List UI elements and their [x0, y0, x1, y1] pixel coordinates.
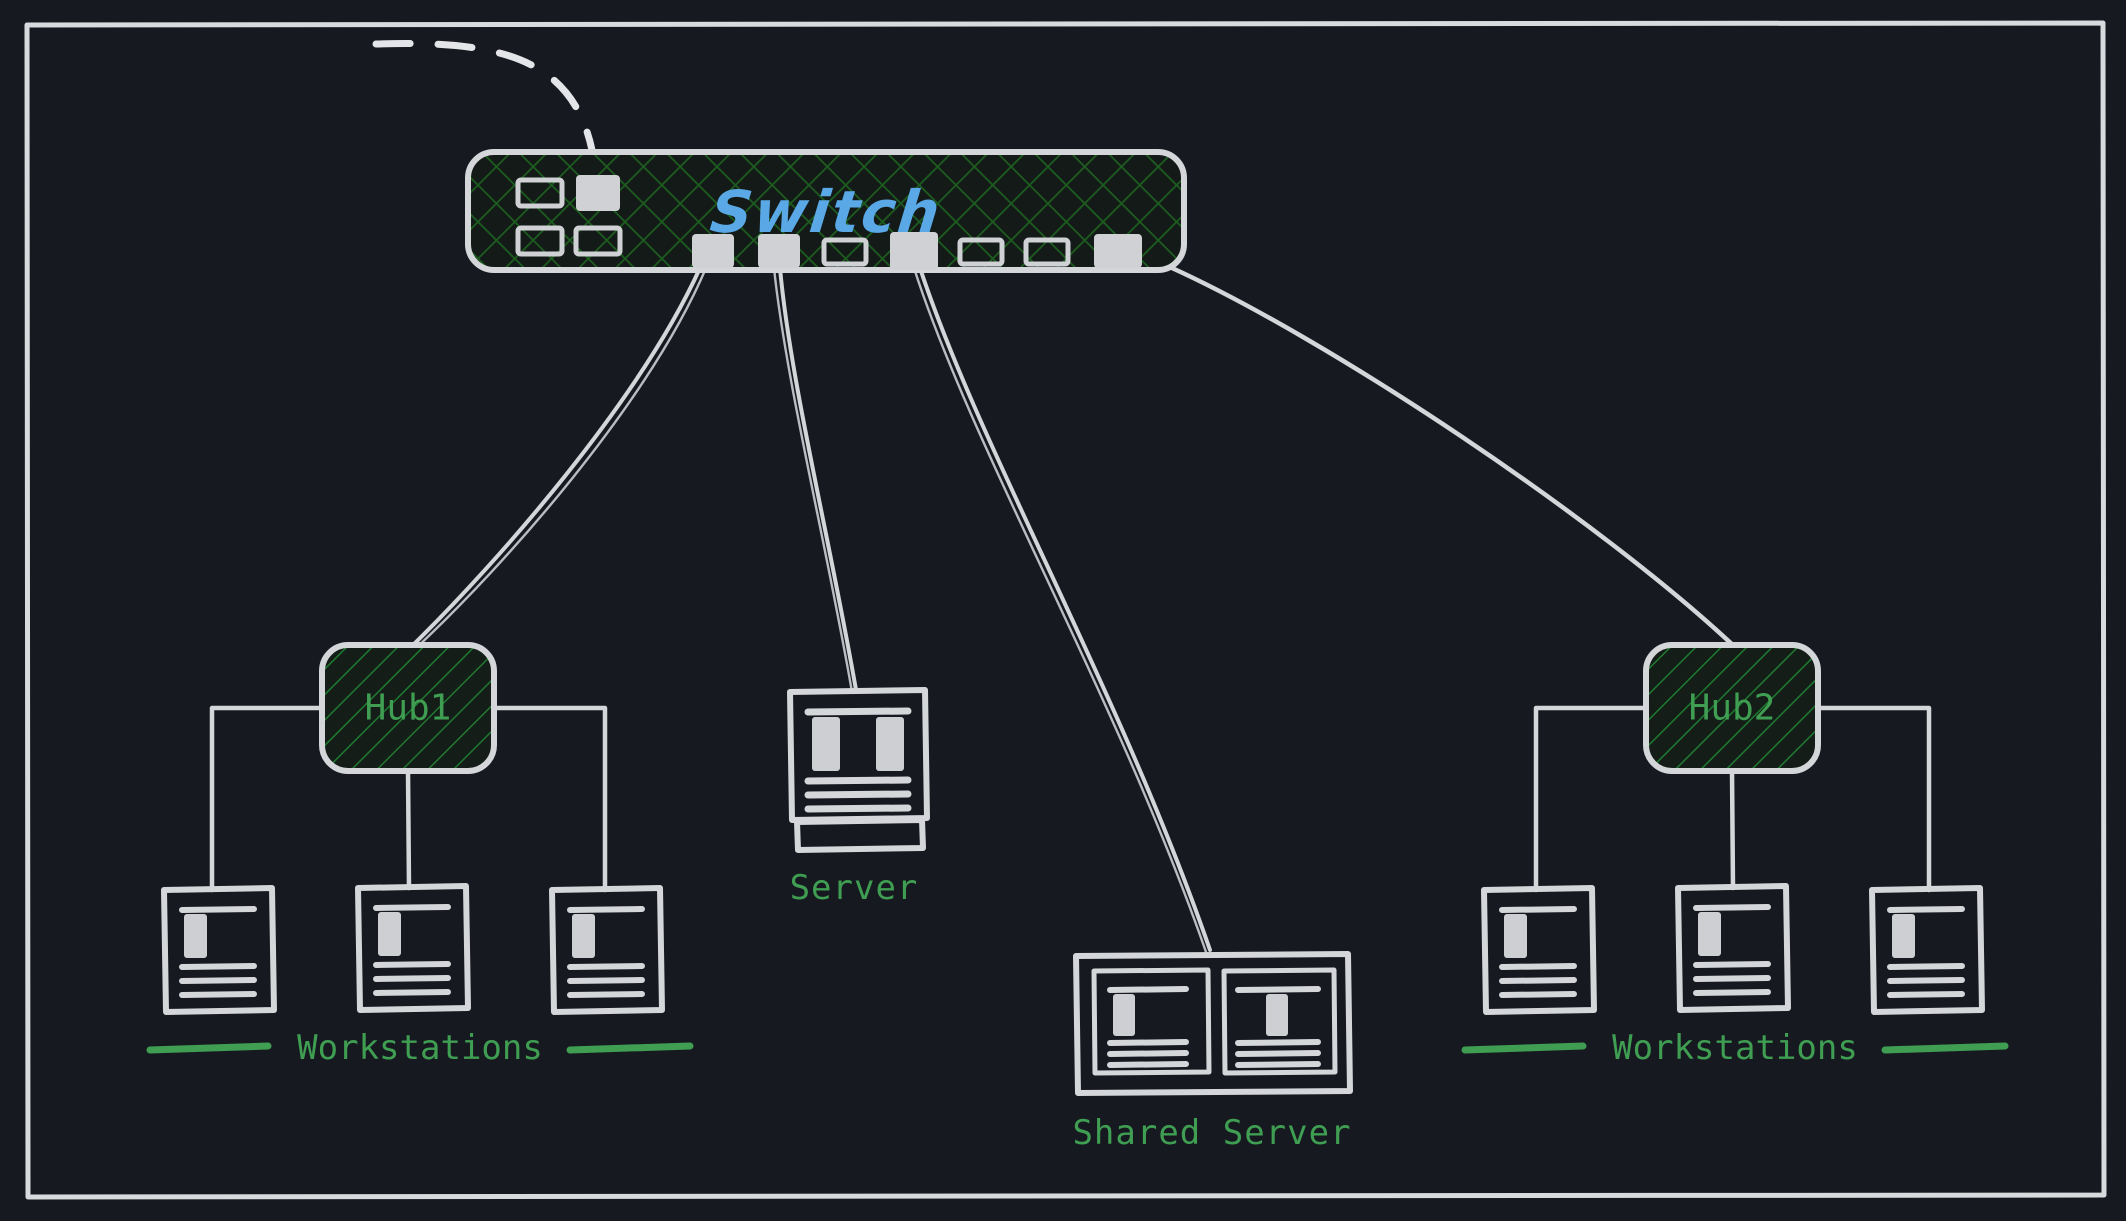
workstation-ws-r3[interactable] [1869, 885, 1985, 1015]
workstations-left-label: Workstations [297, 1028, 543, 1068]
workstation-ws-l1[interactable] [161, 885, 277, 1015]
switch-port-5[interactable] [957, 237, 1005, 267]
workstation-ws-r2[interactable] [1675, 883, 1791, 1013]
switch-node[interactable] [465, 149, 1187, 273]
switch-status-port-4[interactable] [573, 225, 623, 257]
link-switch-to-shared-server [912, 266, 1212, 954]
switch-port-1[interactable] [692, 234, 734, 268]
switch-status-port-1[interactable] [515, 177, 565, 209]
diagram-frame [24, 20, 2107, 1200]
switch-port-4[interactable] [890, 232, 938, 270]
switch-port-2[interactable] [758, 234, 800, 268]
link-hub1-to-ws-l2 [405, 768, 412, 891]
switch-status-port-2[interactable] [576, 175, 620, 211]
switch-port-3[interactable] [821, 237, 869, 267]
link-hub1-to-ws-l3 [491, 705, 608, 893]
hub1-node[interactable] [319, 642, 497, 774]
switch-port-6[interactable] [1023, 237, 1071, 267]
switch-label: Switch [707, 178, 945, 246]
workstation-ws-l3[interactable] [549, 885, 665, 1015]
hub2-node[interactable] [1643, 642, 1821, 774]
workstations-right-group-rule [1461, 1042, 2009, 1054]
link-switch-to-hub2 [1169, 265, 1739, 651]
server-node[interactable] [787, 687, 930, 853]
switch-port-7[interactable] [1094, 234, 1142, 268]
workstations-left-group-rule [146, 1042, 694, 1054]
switch-status-port-3[interactable] [515, 225, 565, 257]
link-hub2-to-ws-r1 [1533, 705, 1649, 893]
workstation-ws-l2[interactable] [355, 883, 471, 1013]
link-hub2-to-ws-r2 [1729, 768, 1736, 891]
link-switch-to-hub1 [408, 266, 708, 652]
link-hub1-to-ws-l1 [209, 705, 325, 893]
workstations-right-label: Workstations [1612, 1028, 1858, 1068]
hub1-label: Hub1 [364, 687, 452, 729]
link-hub2-to-ws-r3 [1815, 705, 1932, 893]
shared-server-node[interactable] [1073, 951, 1353, 1096]
hub2-label: Hub2 [1688, 687, 1776, 729]
workstation-ws-r1[interactable] [1481, 885, 1597, 1015]
link-switch-to-server [772, 266, 858, 694]
uplink-dashed-link [372, 40, 596, 154]
